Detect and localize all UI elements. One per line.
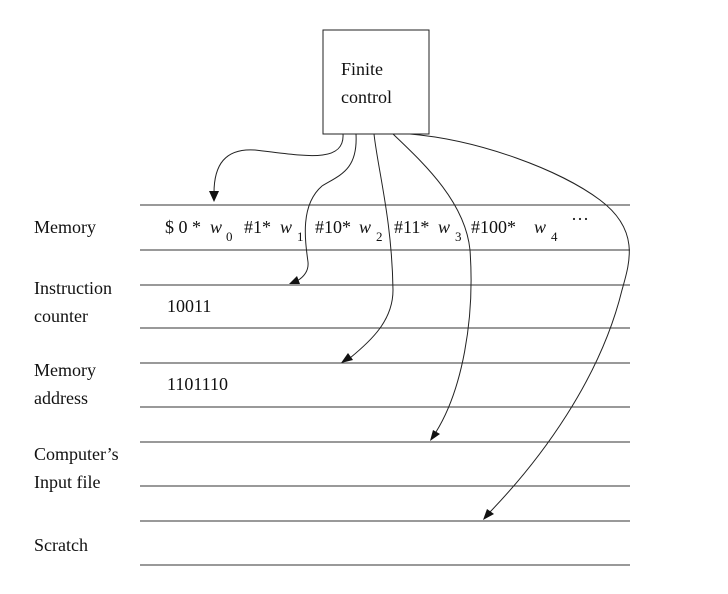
finite-control-label-line1: Finite: [341, 59, 383, 79]
tape-labels: Memory Instruction counter Memory addres…: [34, 217, 119, 555]
tape-label-input-file-line1: Computer’s: [34, 444, 119, 464]
scratch-head-arrow: [483, 509, 494, 520]
tape-label-instruction-line2: counter: [34, 306, 88, 326]
tape-label-memory-address-line2: address: [34, 388, 88, 408]
instruction-counter-head-arrow: [289, 276, 300, 284]
memory-w2: w: [359, 217, 371, 237]
memory-w3-subscript: 3: [455, 229, 462, 244]
memory-sep3: #11*: [394, 217, 429, 237]
memory-w3: w: [438, 217, 450, 237]
memory-head-arrow: [209, 191, 219, 202]
tape-label-instruction-line1: Instruction: [34, 278, 112, 298]
memory-w4: w: [534, 217, 546, 237]
tape-label-input-file-line2: Input file: [34, 472, 100, 492]
memory-ellipsis: ···: [571, 209, 589, 229]
input-file-head-wire: [392, 133, 472, 433]
input-file-head-arrow: [430, 430, 440, 441]
finite-control-label-line2: control: [341, 87, 392, 107]
memory-w4-subscript: 4: [551, 229, 558, 244]
memory-address-value: 1101110: [167, 374, 228, 394]
instruction-counter-value: 10011: [167, 296, 211, 316]
memory-w0: w: [210, 217, 222, 237]
memory-w1-subscript: 1: [297, 229, 304, 244]
memory-w2-subscript: 2: [376, 229, 383, 244]
memory-prefix: $ 0 *: [165, 217, 201, 237]
finite-control-box: [322, 29, 430, 135]
memory-head-wire: [213, 133, 344, 194]
tape-label-scratch: Scratch: [34, 535, 88, 555]
memory-w1: w: [280, 217, 292, 237]
memory-address-head-arrow: [341, 353, 353, 363]
memory-sep4: #100*: [471, 217, 516, 237]
tape-label-memory: Memory: [34, 217, 96, 237]
scratch-head-wire: [409, 133, 630, 513]
memory-sep2: #10*: [315, 217, 351, 237]
instruction-counter-head-wire: [296, 133, 357, 282]
head-wires: [209, 133, 630, 520]
memory-address-head-wire: [349, 133, 394, 359]
memory-sep1: #1*: [244, 217, 271, 237]
tape-lines: [140, 204, 630, 566]
memory-w0-subscript: 0: [226, 229, 233, 244]
memory-tape-content: $ 0 * w 0 #1* w 1 #10* w 2 #11* w 3 #100…: [165, 209, 589, 244]
tape-label-memory-address-line1: Memory: [34, 360, 96, 380]
